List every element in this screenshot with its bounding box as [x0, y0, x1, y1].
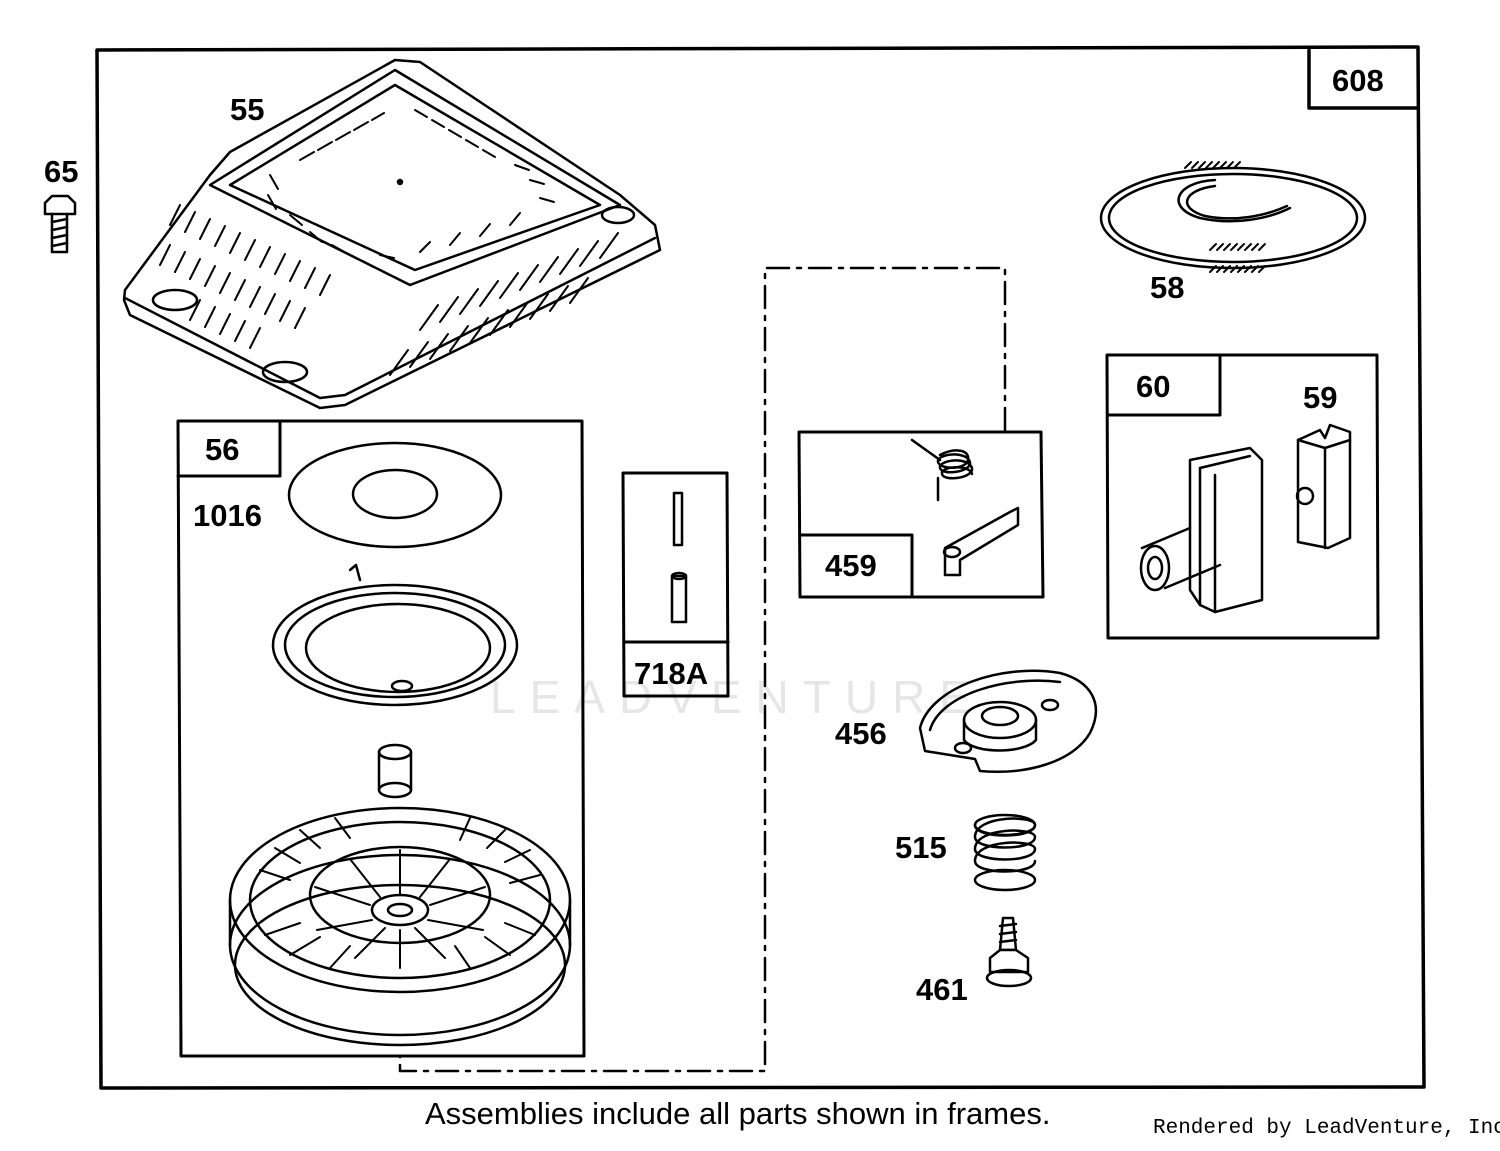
starter-label-box-56 [176, 419, 282, 478]
assembly-label-box [1307, 48, 1420, 110]
part-label-718a: 718A [634, 656, 708, 691]
part-label-515: 515 [895, 830, 947, 865]
part-label-461: 461 [916, 972, 968, 1007]
starter-rope-58-icon [1099, 161, 1367, 273]
spring-pin-icon [377, 743, 413, 799]
roll-pin-frame-718a [621, 471, 730, 698]
part-label-459: 459 [825, 548, 877, 583]
assembly-connector-line [398, 266, 1007, 1073]
starter-assembly-frame-56 [176, 419, 586, 1058]
part-label-60: 60 [1136, 369, 1170, 404]
starter-handle-icon [1139, 446, 1264, 614]
starter-pulley-icon [228, 806, 572, 1047]
outer-frame [95, 45, 1426, 1090]
bolt-65-icon [43, 194, 77, 254]
handle-frame-60 [1105, 353, 1380, 640]
part-label-59: 59 [1303, 380, 1337, 415]
roll-pin-icon [670, 491, 688, 624]
part-label-55: 55 [230, 92, 264, 127]
pawl-icon [942, 506, 1020, 577]
washer-1016-icon [287, 441, 503, 549]
part-label-456: 456 [835, 716, 887, 751]
part-label-1016: 1016 [193, 498, 262, 533]
pawl-spring-icon [910, 438, 974, 502]
rewind-spring-icon [271, 563, 519, 707]
ratchet-456-icon [918, 669, 1098, 773]
pawl-kit-label-box-459 [798, 533, 914, 599]
credit-text: Rendered by LeadVenture, Inc. [1153, 1117, 1500, 1140]
part-label-65: 65 [44, 154, 78, 189]
part-label-58: 58 [1150, 270, 1184, 305]
screw-461-icon [985, 916, 1033, 988]
spring-515-icon [973, 813, 1037, 892]
handle-insert-icon [1295, 423, 1352, 550]
assembly-number-label: 608 [1332, 63, 1384, 98]
blower-housing-55-icon [122, 58, 662, 410]
footer-note: Assemblies include all parts shown in fr… [425, 1096, 1051, 1131]
part-label-56: 56 [205, 432, 239, 467]
pawl-kit-frame-459 [797, 430, 1045, 599]
watermark: LEADVENTURE [490, 671, 984, 723]
handle-label-box-60 [1106, 353, 1222, 417]
